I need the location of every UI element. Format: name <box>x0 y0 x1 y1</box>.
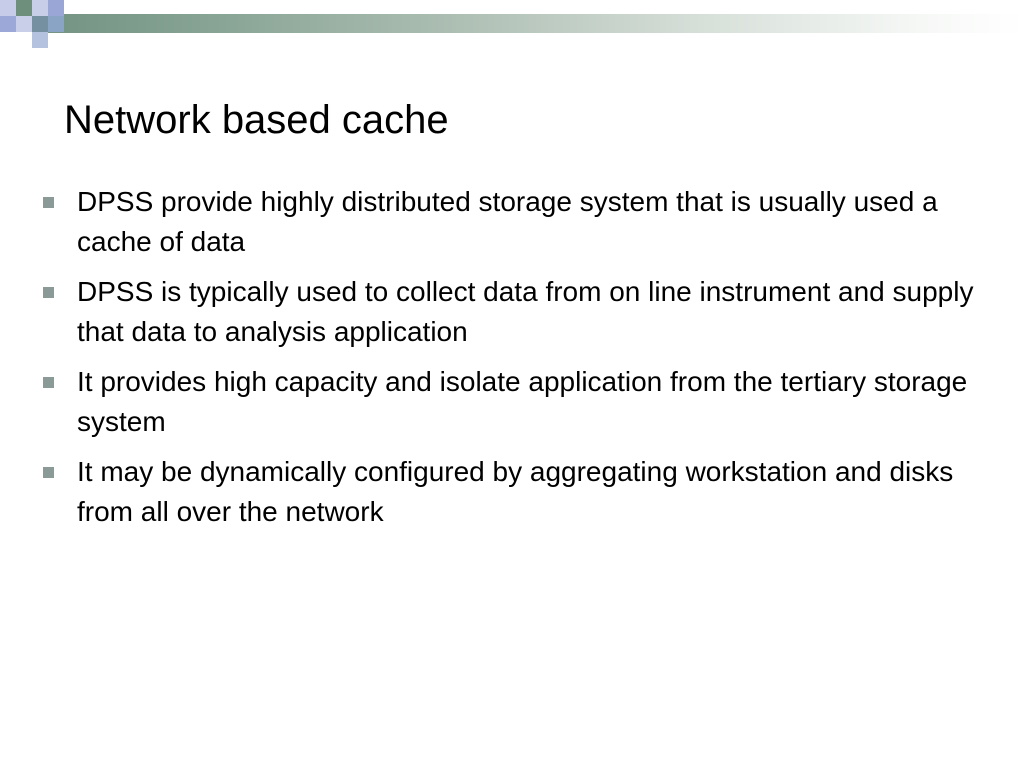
decor-square <box>32 0 48 16</box>
slide-title: Network based cache <box>64 98 449 142</box>
bullet-text: It may be dynamically configured by aggr… <box>77 456 954 527</box>
square-bullet-icon <box>43 197 54 208</box>
decor-square <box>0 0 16 16</box>
decor-square <box>0 16 16 32</box>
decor-square <box>16 0 32 16</box>
decor-square <box>32 32 48 48</box>
header-gradient-band <box>0 14 1024 33</box>
square-bullet-icon <box>43 467 54 478</box>
bullet-text: DPSS provide highly distributed storage … <box>77 186 938 257</box>
square-bullet-icon <box>43 287 54 298</box>
decor-square <box>16 16 32 32</box>
bullet-item: It provides high capacity and isolate ap… <box>40 362 1010 442</box>
decor-square <box>0 32 16 48</box>
bullet-item: DPSS is typically used to collect data f… <box>40 272 1010 352</box>
decor-square <box>32 16 48 32</box>
bullet-text: It provides high capacity and isolate ap… <box>77 366 968 437</box>
bullet-text: DPSS is typically used to collect data f… <box>77 276 974 347</box>
bullet-list: DPSS provide highly distributed storage … <box>40 182 1010 542</box>
bullet-item: DPSS provide highly distributed storage … <box>40 182 1010 262</box>
decor-square <box>64 0 80 14</box>
decor-square <box>16 32 32 48</box>
bullet-item: It may be dynamically configured by aggr… <box>40 452 1010 532</box>
decor-square <box>48 16 64 32</box>
square-bullet-icon <box>43 377 54 388</box>
decor-square <box>48 0 64 16</box>
